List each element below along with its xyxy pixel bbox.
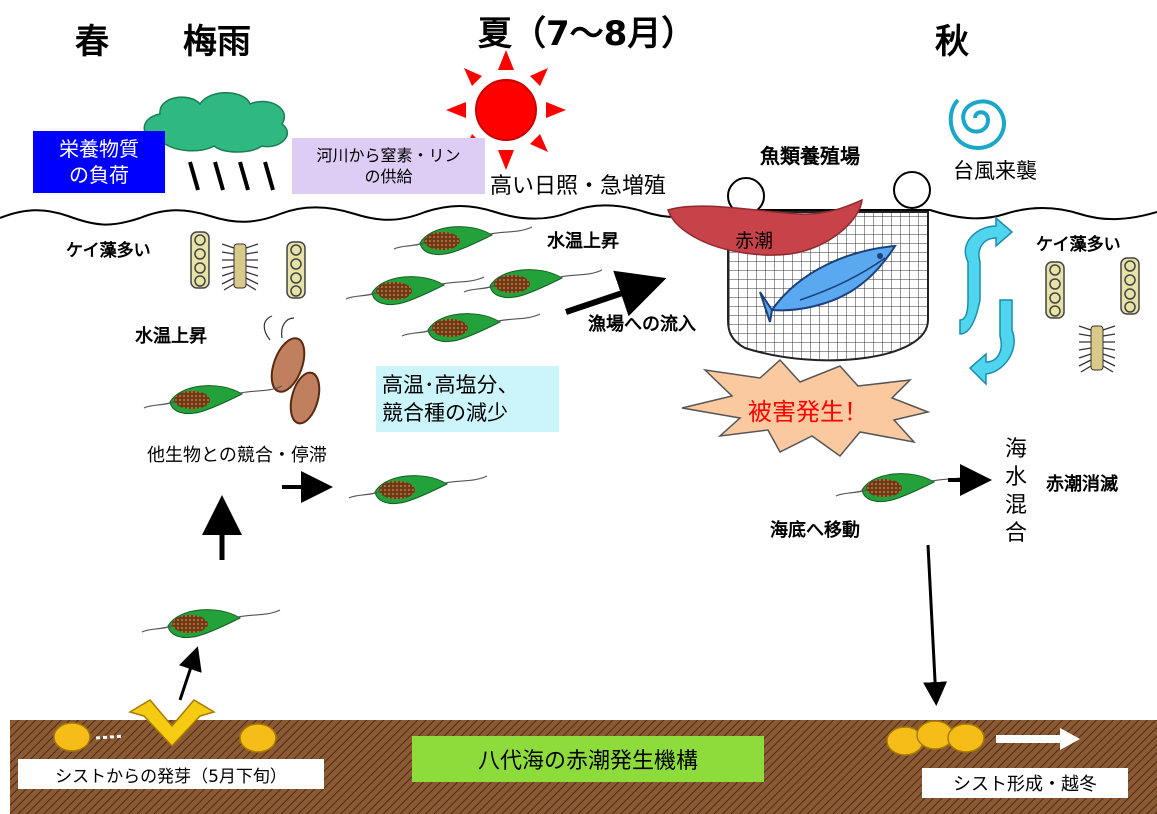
seawater-mixing-char: 混 [1004,493,1027,518]
diatoms-right-label: ケイ藻多い [1036,235,1121,255]
season-rainy: 梅雨 [183,22,251,62]
rain-cloud-icon [143,92,289,191]
white-arrow-icon [996,728,1080,750]
dotted-arrow-icon [95,734,125,740]
diagram-title-box: 八代海の赤潮発生機構 [412,736,764,782]
red-tide-label: 赤潮 [735,230,774,252]
high-temp-box: 高温･高塩分、 競合種の減少 [376,366,559,432]
diatom-bristle-icon [1078,325,1116,373]
arrow-right-icon [565,270,667,317]
seawater-mixing-char: 合 [1004,521,1027,546]
nutrient-load-line2: の負荷 [69,163,129,187]
cyst-icon [916,720,954,750]
diatom-chain-icon [1120,257,1140,315]
season-summer: 夏（7～8月） [478,14,696,54]
flagellate-icon [141,608,281,639]
water-temp-left-label: 水温上昇 [135,326,207,347]
diatom-chain-icon [1045,261,1065,319]
cyst-formation-box: シスト形成・越冬 [922,768,1128,798]
seawater-mixing-char: 水 [1004,465,1027,490]
high-temp-line1: 高温･高塩分、 [382,373,519,397]
seawater-mixing-label: 海 水 混 合 [1004,436,1028,548]
water-temp-mid-label: 水温上昇 [547,231,619,252]
typhoon-label: 台風来襲 [953,159,1037,183]
sun-icon [446,50,566,170]
season-autumn: 秋 [935,22,969,62]
nutrient-load-box: 栄養物質 の負荷 [33,131,165,193]
flagellate-icon [143,384,283,415]
flagellate-icon [393,225,533,256]
river-supply-box: 河川から窒素・リン の供給 [292,138,485,194]
competition-label: 他生物との競合・停滞 [147,445,327,466]
move-to-seabed-label: 海底へ移動 [770,520,860,541]
flagellate-icon [345,275,485,306]
diatom-bristle-icon [221,243,259,291]
flagellate-icon [463,268,603,299]
fish-farm-label: 魚類養殖場 [760,144,860,168]
cyst-icon [53,722,91,752]
arrow-down-icon [923,544,948,706]
red-tide-vanish-label: 赤潮消滅 [1046,474,1118,495]
cyst-germination-box: シストからの発芽（5月下旬） [18,759,324,789]
cyst-icon [947,723,985,753]
cyst-icon [239,723,277,753]
seawater-mixing-char: 海 [1004,437,1027,462]
season-spring: 春 [75,22,109,62]
river-supply-line2: の供給 [364,167,413,186]
typhoon-icon [948,98,1006,151]
flagellate-icon [348,474,488,505]
circulation-arrow-icon [959,216,1015,386]
float-icon [893,171,931,209]
diatoms-left-label: ケイ藻多い [66,241,151,261]
flagellate-icon [401,312,541,343]
diatom-chain-icon [286,241,306,299]
sunshine-label: 高い日照・急増殖 [490,174,667,199]
ciliate-icon [263,315,321,425]
arrow-up-icon [178,646,202,701]
flow-into-fishery-label: 漁場への流入 [588,314,696,335]
damage-burst [681,358,931,458]
high-temp-line2: 競合種の減少 [382,401,508,425]
red-tide-patch [667,198,863,256]
river-supply-line1: 河川から窒素・リン [316,146,461,165]
nutrient-load-line1: 栄養物質 [59,137,139,161]
germinating-cyst-icon [128,699,216,748]
diatom-chain-icon [190,231,210,289]
flagellate-icon [835,472,975,503]
fish-icon [759,244,897,323]
damage-label: 被害発生！ [748,398,868,426]
